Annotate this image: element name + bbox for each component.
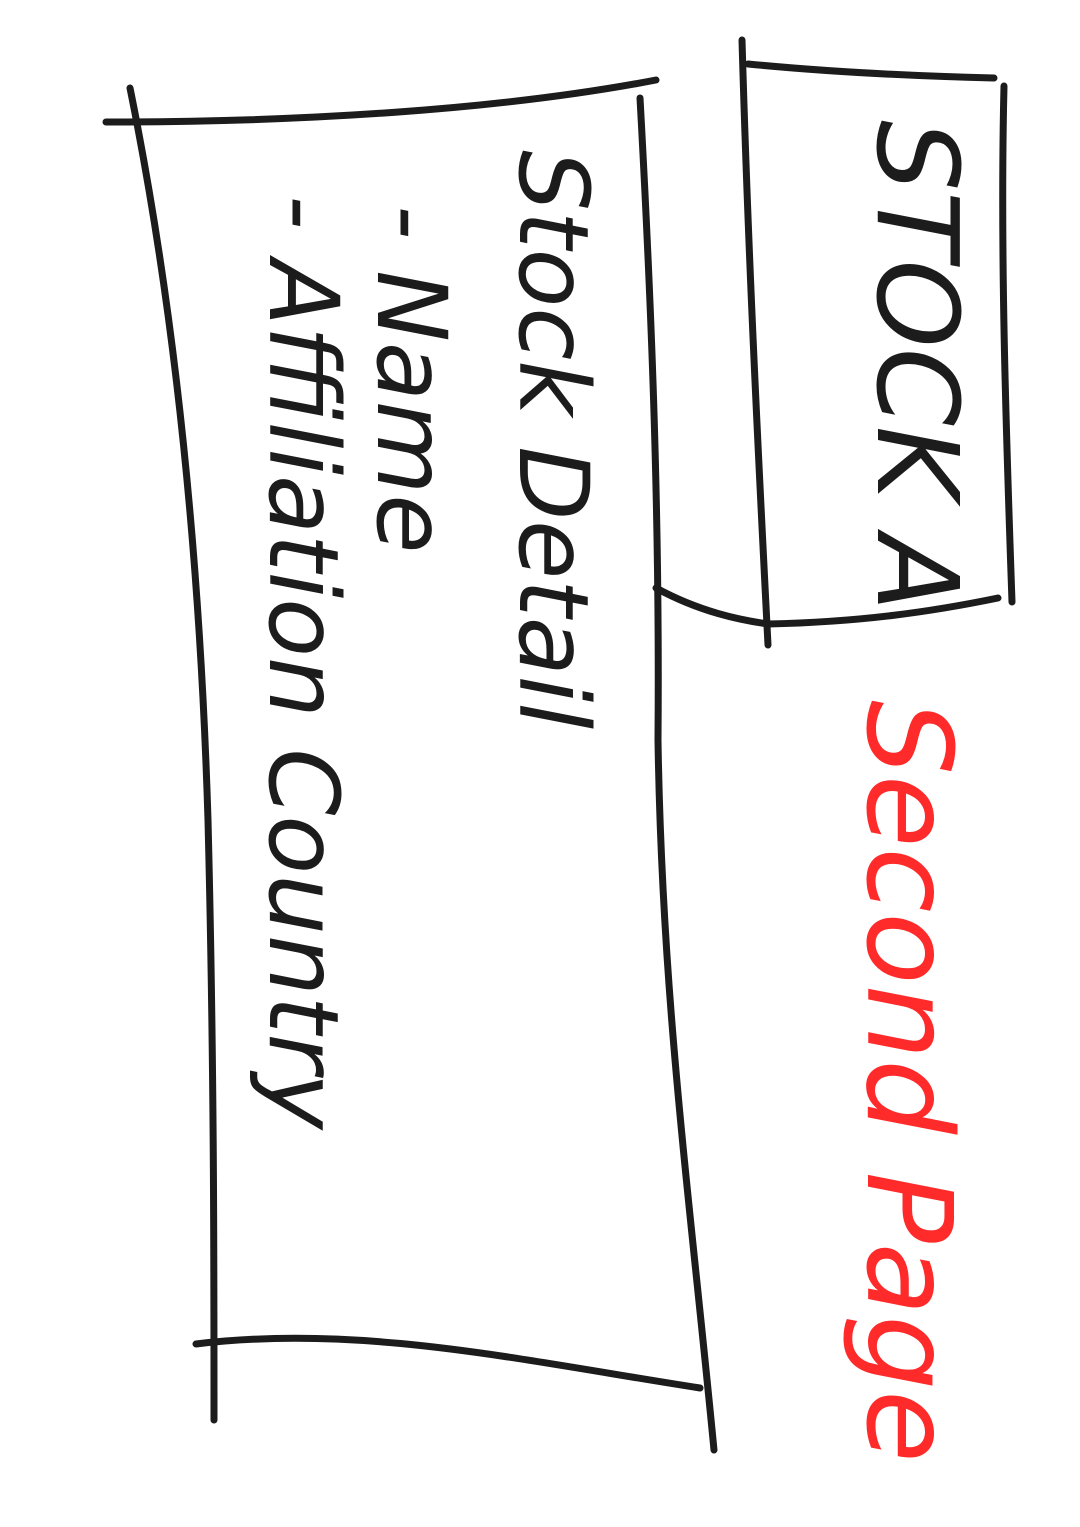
detail-card-frame [102, 76, 718, 1454]
stock-card-frame [652, 36, 1016, 649]
detail-item-name: - Name [355, 205, 467, 553]
detail-item-affiliation-country: - Affiliation Country [247, 195, 359, 1131]
detail-card-title: Stock Detail [497, 150, 609, 729]
second-page-annotation: Second Page [840, 700, 978, 1463]
stock-card-label: STOCK A [851, 120, 981, 612]
